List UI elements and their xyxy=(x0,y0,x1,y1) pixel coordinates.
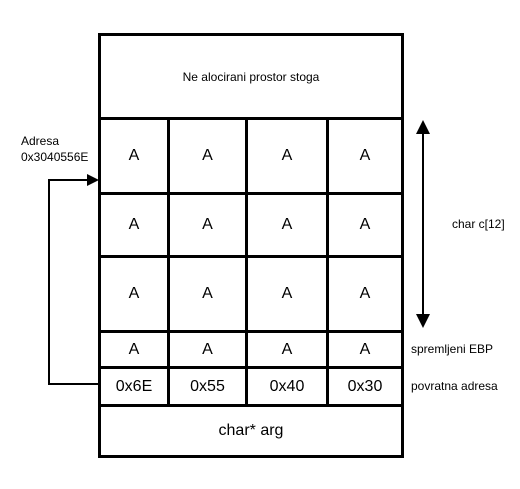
ebp-cell: A xyxy=(128,340,140,358)
buffer-cell: A xyxy=(359,285,371,302)
column-separator-1 xyxy=(167,117,170,407)
buffer-cell: A xyxy=(359,147,371,164)
return-address-cell: 0x40 xyxy=(269,377,305,395)
address-title: Adresa xyxy=(21,134,60,148)
buffer-cell: A xyxy=(128,216,140,233)
buffer-cell: A xyxy=(281,216,293,233)
separator-row4 xyxy=(98,366,404,369)
ebp-cell: A xyxy=(281,340,293,358)
buffer-cell: A xyxy=(281,285,293,302)
unallocated-stack-label: Ne alocirani prostor stoga xyxy=(182,69,320,84)
column-separator-3 xyxy=(326,117,329,407)
buffer-span-arrow xyxy=(416,120,430,328)
return-address-cell: 0x55 xyxy=(190,377,225,395)
return-address-cell: 0x6E xyxy=(115,377,153,395)
buffer-cell: A xyxy=(359,216,371,233)
buffer-cell: A xyxy=(281,147,293,164)
buffer-label: char c[12] xyxy=(452,217,505,231)
stack-frame xyxy=(98,33,404,458)
address-value: 0x3040556E xyxy=(21,150,89,164)
column-separator-2 xyxy=(245,117,248,407)
buffer-cell: A xyxy=(128,285,140,302)
return-address-cell: 0x30 xyxy=(347,377,383,395)
separator-row1 xyxy=(98,192,404,195)
return-pointer-arrow xyxy=(48,174,100,385)
separator-top xyxy=(98,117,404,120)
arg-label: char* arg xyxy=(218,422,284,439)
buffer-cell: A xyxy=(128,147,140,164)
separator-row5 xyxy=(98,404,404,407)
separator-row2 xyxy=(98,255,404,258)
ebp-cell: A xyxy=(359,340,371,358)
saved-ebp-label: spremljeni EBP xyxy=(411,342,494,356)
separator-row3 xyxy=(98,330,404,333)
buffer-cell: A xyxy=(202,216,213,233)
ebp-cell: A xyxy=(202,340,213,358)
return-address-label: povratna adresa xyxy=(411,379,498,393)
buffer-cell: A xyxy=(202,147,213,164)
buffer-cell: A xyxy=(202,285,213,302)
